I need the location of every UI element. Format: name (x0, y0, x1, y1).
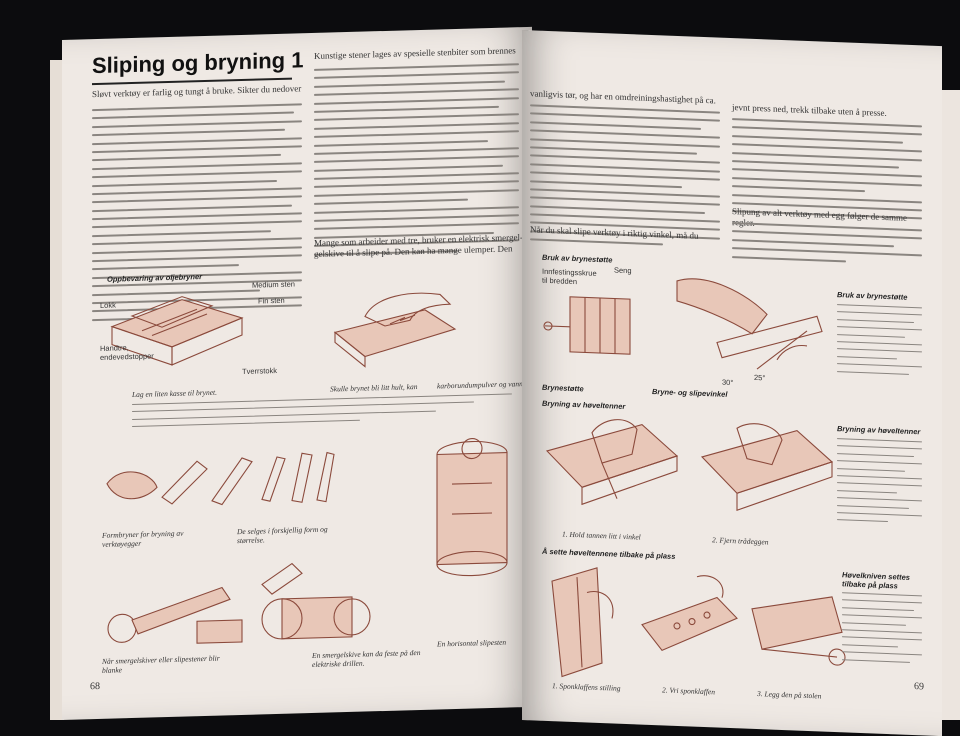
cap-iron-step1-illustration (551, 567, 614, 678)
right-col2-top-line: jevnt press ned, trekk tilbake uten å pr… (732, 102, 887, 119)
slipstone-shapes-illustration (106, 451, 335, 506)
figure-heading-bruk: Bruk av brynestøtte (542, 252, 613, 265)
cap-iron-step2-illustration (641, 575, 738, 652)
label-width: til bredden (542, 275, 578, 287)
grinding-wheel-illustration (436, 437, 508, 577)
figure-heading-vinkel: Bryne- og slipevinkel (652, 386, 728, 399)
sharpening-tool-illustration (107, 586, 243, 644)
caption-formbryner: Formbryner for bryning av verktøyegger (102, 528, 184, 549)
label-angle-30: 30° (722, 377, 734, 388)
label-medium-stone: Medium sten (252, 279, 295, 290)
caption-karborundum: karborundumpulver og vann. (437, 379, 525, 391)
caption-tilbake-3: 3. Legg den på stolen (757, 689, 822, 701)
left-page: Sliping og bryning 1 Sløvt verktøy er fa… (62, 26, 532, 721)
open-book: Sliping og bryning 1 Sløvt verktøy er fa… (50, 26, 960, 736)
intro-text-line: Sløvt verktøy er farlig og tungt å bruke… (92, 83, 302, 100)
left-page-edges (50, 60, 64, 720)
honing-guide-illustration (543, 296, 631, 355)
caption-step-2: 2. Fjern trådeggen (712, 535, 769, 547)
label-bed: Seng (614, 265, 632, 276)
oilstone-box-illustration (110, 296, 244, 366)
figure-heading-hovelen: Høvelkniven settes tilbake på plass (842, 570, 910, 591)
caption-oil: Skulle brynet bli litt hult, kan (330, 382, 418, 394)
right-top-text-line: vanligvis tør, og har en omdreiningshast… (530, 88, 716, 106)
label-fine-stone: Fin sten (258, 295, 285, 306)
label-endstop: endevedstopper (100, 351, 154, 362)
figure-heading-hovel: Bryning av høveltenner (542, 398, 626, 411)
right-page: vanligvis tør, og har en omdreiningshast… (522, 30, 942, 736)
caption-sizes: De selges i forskjellig form og størrels… (237, 524, 328, 546)
caption-horizontal: En horisontal slipesten (437, 637, 507, 649)
caption-smergel: Når smergelskiver eller slipestener blir… (102, 653, 220, 675)
side-caption-lines-2 (837, 438, 922, 530)
side-caption-lines-1 (837, 304, 922, 381)
label-crossbar: Tverrstokk (242, 365, 278, 376)
side-caption-lines-3 (842, 592, 922, 669)
page-number-left: 68 (90, 680, 100, 693)
caption-step-1: 1. Hold tannen litt i vinkel (562, 529, 641, 542)
cap-iron-step3-illustration (751, 596, 846, 666)
right-right-column-text-2 (732, 222, 922, 271)
page-title: Sliping og bryning 1 (92, 47, 304, 79)
plane-iron-step2-illustration (700, 423, 834, 512)
label-lid: Lokk (100, 300, 116, 310)
figure-heading-brynestotte: Brynestøtte (542, 382, 584, 394)
caption-tilbake-1: 1. Sponklaffens stilling (552, 681, 621, 693)
figure-heading-hovel-right: Bryning av høveltenner (837, 424, 921, 437)
caption-skive: En smergelskive kan da feste på den elek… (312, 647, 421, 670)
right-column-text-line: Kunstige stener lages av spesielle stenb… (314, 45, 516, 61)
caption-box: Lag en liten kasse til brynet. (132, 387, 217, 400)
label-angle-25: 25° (754, 372, 766, 383)
figure-heading-tilbake: Å sette høveltennene tilbake på plass (542, 546, 676, 561)
figure-heading-bruk-right: Bruk av brynestøtte (837, 290, 908, 302)
bevel-angle-illustration (676, 278, 823, 370)
caption-tilbake-2: 2. Vri sponklaffen (662, 685, 715, 697)
page-number-right: 69 (914, 681, 924, 693)
plane-iron-step1-illustration (545, 419, 679, 506)
drill-illustration (261, 562, 371, 640)
hand-on-stone-illustration (333, 292, 457, 368)
